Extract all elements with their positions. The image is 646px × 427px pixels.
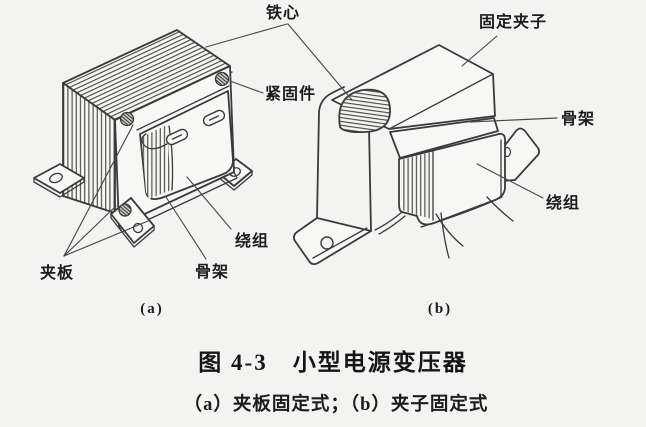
label-winding-a: 绕组 xyxy=(235,231,269,250)
lead-wire-loop-a xyxy=(141,133,168,150)
bracket-foot-hole-b xyxy=(320,236,334,250)
winding-hatch-a xyxy=(142,125,171,199)
terminal-lug-2-a xyxy=(202,109,226,127)
winding-hatch-b xyxy=(401,152,432,219)
bobbin-bottom-flange-b xyxy=(420,196,503,228)
leader-iron-core-right xyxy=(287,23,353,101)
leader-iron-core-left xyxy=(205,23,288,48)
label-bobbin-b: 骨架 xyxy=(561,109,595,128)
label-iron-core: 铁心 xyxy=(266,3,300,22)
leader-clamp-plate-2 xyxy=(63,205,117,257)
annotation-labels: 铁心 紧固件 固定夹子 骨架 绕组 绕组 骨架 夹板 xyxy=(40,3,595,282)
label-clamp-plate: 夹板 xyxy=(40,263,74,282)
transformer-a-drawing xyxy=(33,29,253,248)
mounting-foot-left-a xyxy=(33,163,85,198)
figure-caption: 图 4-3 小型电源变压器 xyxy=(198,349,467,375)
leader-clamp-plate-3 xyxy=(63,220,149,257)
label-fixing-clip: 固定夹子 xyxy=(479,12,547,31)
leader-bobbin-b xyxy=(469,117,558,123)
bracket-foot-b xyxy=(292,217,372,266)
bobbin-top-edge-a xyxy=(136,85,230,131)
clip-fold-crease-b xyxy=(388,73,494,130)
terminal-lug-1-a xyxy=(165,128,189,146)
lead-wire-2-b xyxy=(440,212,450,259)
leader-clamp-plate-1 xyxy=(63,124,134,257)
bracket-band-outer-b xyxy=(316,86,345,219)
subfigure-marker-a: (a) xyxy=(140,301,164,317)
screw-front-foot-a xyxy=(118,203,132,217)
label-bobbin-a: 骨架 xyxy=(195,262,229,281)
lead-wire-1-b xyxy=(435,213,464,247)
fastener-screw-top-left-a xyxy=(119,111,135,127)
bobbin-flange-left-1-b xyxy=(374,211,403,231)
winding-contour-a xyxy=(168,125,174,191)
leader-bobbin-a xyxy=(165,196,207,260)
figure-subcaption: （a）夹板固定式；（b）夹子固定式 xyxy=(184,393,489,415)
leader-fastener xyxy=(229,80,264,94)
label-fastener: 紧固件 xyxy=(265,84,316,103)
bobbin-flange-left-2-b xyxy=(378,215,406,235)
leader-winding-b xyxy=(476,163,544,199)
leader-lines xyxy=(63,23,558,260)
label-winding-b: 绕组 xyxy=(546,193,580,212)
leader-fixing-clip xyxy=(461,35,498,67)
subfigure-marker-b: (b) xyxy=(428,301,452,317)
lead-wire-3-b xyxy=(486,196,514,222)
foot-hole-left-a xyxy=(49,172,63,184)
transformer-b-drawing xyxy=(292,44,541,266)
fastener-screw-top-right-a xyxy=(214,71,230,87)
captions: (a) (b) 图 4-3 小型电源变压器 （a）夹板固定式；（b）夹子固定式 xyxy=(140,301,489,415)
leader-winding-a xyxy=(186,176,232,230)
bobbin-flange-panel-b xyxy=(389,117,499,159)
